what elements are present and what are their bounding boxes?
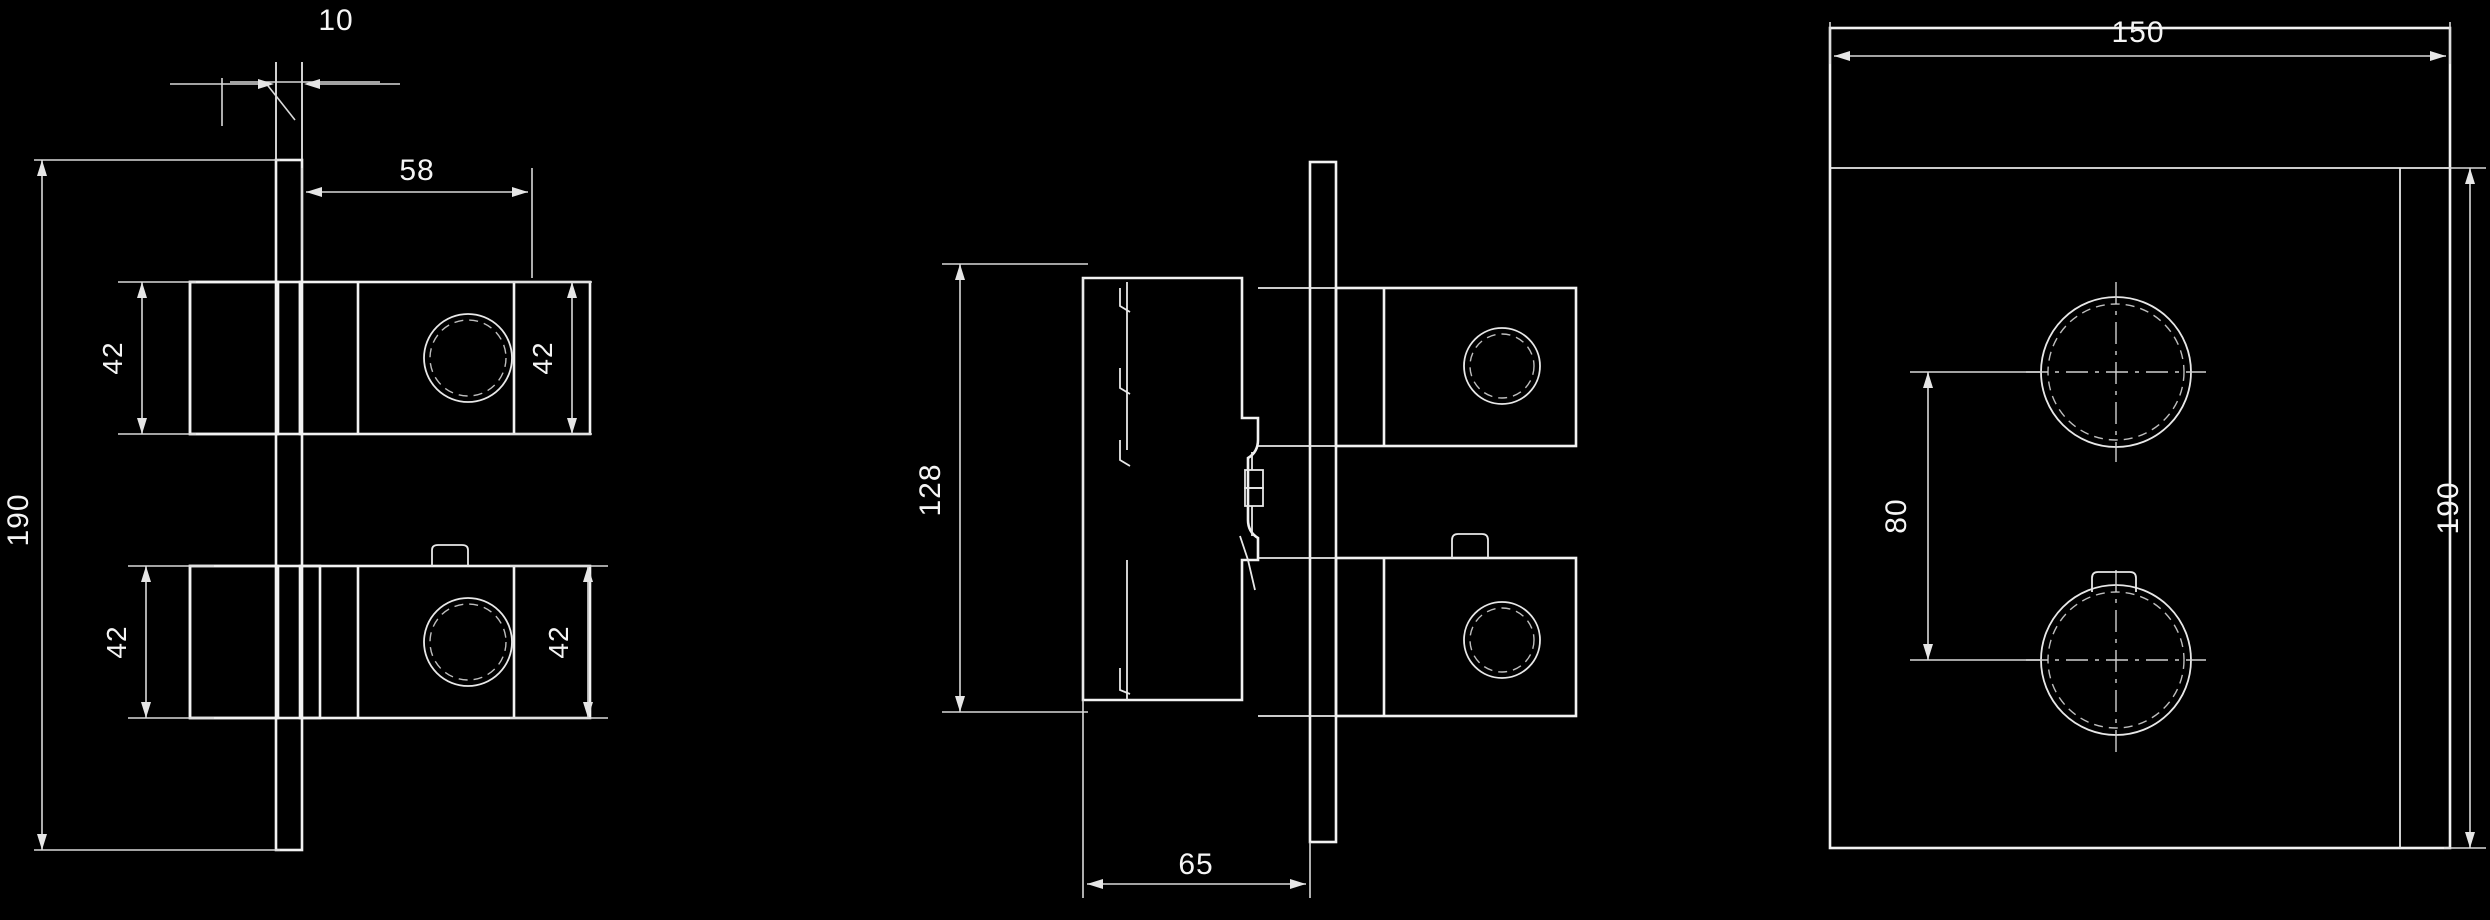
dim-plan-80: 80 — [1880, 371, 2040, 661]
dim-front-10: 10 — [170, 4, 400, 126]
plan-lower-hole — [2026, 570, 2206, 752]
dim-label-plan-150: 150 — [2111, 16, 2164, 49]
dim-plan-190: 190 — [2432, 167, 2486, 849]
front-view: 190 58 10 — [2, 4, 608, 852]
dim-side-65: 65 — [1082, 700, 1311, 898]
plan-view: 150 190 80 — [1828, 16, 2486, 850]
dim-front-190: 190 — [2, 159, 280, 851]
dim-label-front-10: 10 — [318, 4, 353, 37]
side-wall-plate — [1308, 160, 1338, 844]
side-lower-block — [1258, 533, 1578, 718]
dim-label-plan-80: 80 — [1880, 498, 1913, 533]
dim-side-128: 128 — [914, 263, 1088, 713]
dim-label-front-190: 190 — [2, 493, 35, 546]
dim-label-front-42-lr: 42 — [543, 625, 574, 658]
dim-front-58: 58 — [301, 154, 533, 278]
dim-front-42-upper-left: 42 — [97, 281, 196, 435]
dim-label-front-42-ul: 42 — [97, 341, 128, 374]
front-plate-top-detail — [275, 62, 303, 160]
dim-label-side-128: 128 — [914, 463, 947, 516]
front-upper-assembly — [188, 280, 592, 436]
plan-upper-hole — [2026, 282, 2206, 462]
dim-label-front-42-ur: 42 — [527, 341, 558, 374]
side-body — [1081, 276, 1260, 702]
front-wall-plate — [274, 158, 304, 852]
dim-front-42-upper-right: 42 — [510, 281, 592, 435]
dim-front-42-lower-right: 42 — [510, 565, 608, 719]
dim-label-front-42-ll: 42 — [101, 625, 132, 658]
dim-plan-150: 150 — [1829, 16, 2451, 64]
plan-plate — [1828, 26, 2452, 850]
side-internal-details — [1119, 288, 1264, 695]
side-view: 128 65 — [914, 160, 1578, 898]
dim-front-42-lower-left: 42 — [101, 565, 214, 719]
dim-label-side-65: 65 — [1178, 848, 1213, 881]
side-upper-block — [1258, 286, 1578, 448]
dim-label-plan-190: 190 — [2432, 481, 2465, 534]
front-lower-assembly — [188, 544, 592, 720]
dim-label-front-58: 58 — [399, 154, 434, 187]
